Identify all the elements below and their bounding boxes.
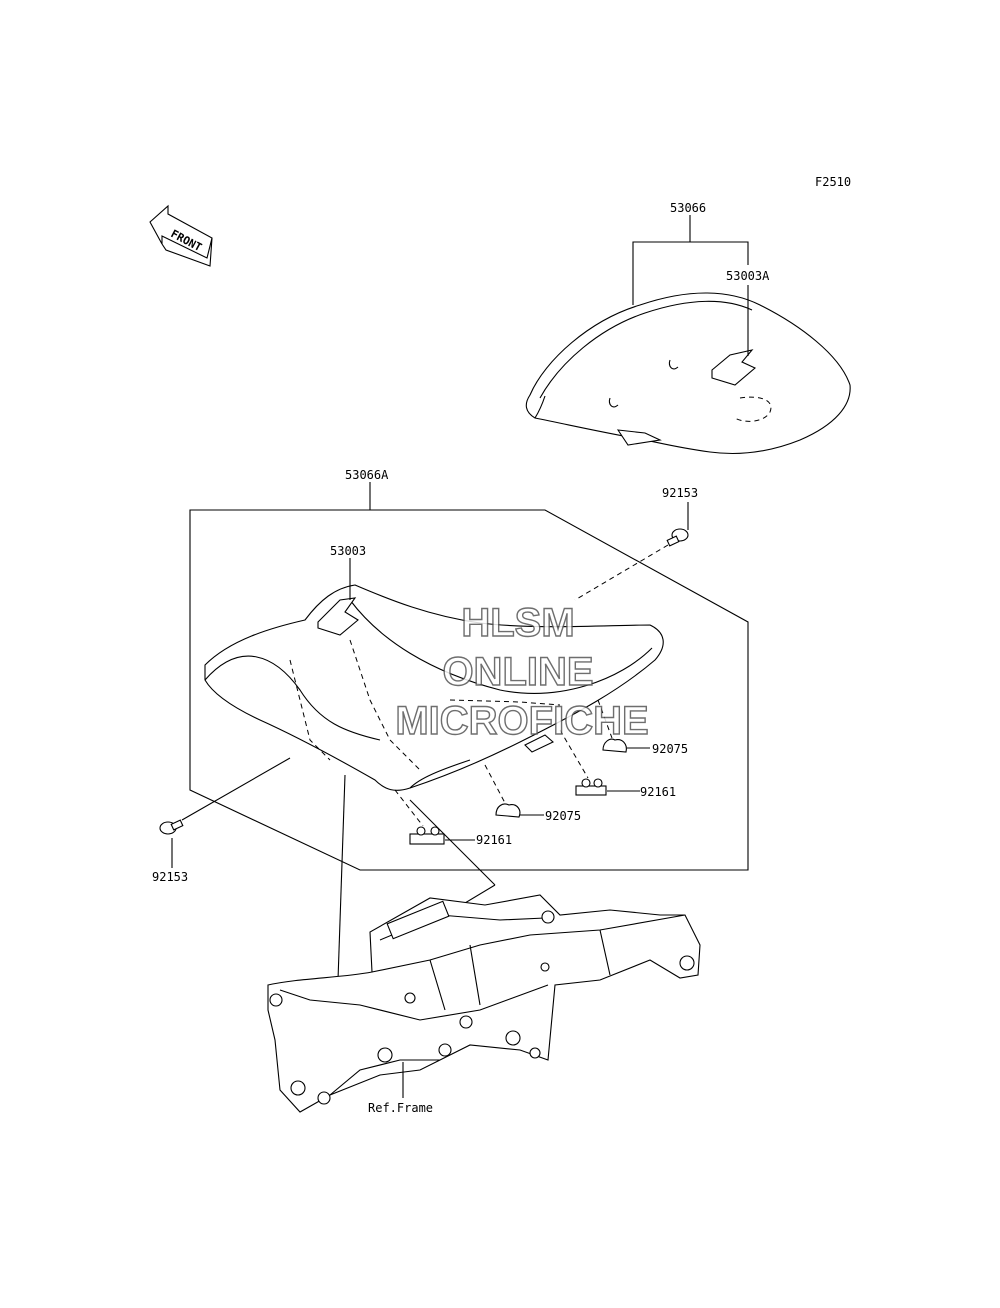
bolt-92153-top [666, 528, 689, 547]
label-92161-left: 92161 [476, 833, 512, 847]
rear-seat-cover [525, 292, 851, 454]
bolt-92153-left [159, 819, 184, 835]
label-53003A: 53003A [726, 269, 770, 283]
frame [267, 894, 701, 1113]
front-seat [204, 584, 664, 791]
label-92153-left: 92153 [152, 870, 188, 884]
watermark-line-3: MICROFICHE [395, 699, 648, 743]
clip-92161-left [409, 826, 445, 845]
label-53003: 53003 [330, 544, 366, 558]
watermark-line-2: ONLINE [442, 650, 593, 694]
damper-92075-mid [495, 803, 521, 818]
front-arrow-icon: FRONT [149, 204, 213, 267]
label-92075-right: 92075 [652, 742, 688, 756]
label-ref-frame: Ref.Frame [368, 1101, 433, 1115]
assembly-bracket [189, 509, 749, 871]
label-92161-right: 92161 [640, 785, 676, 799]
label-53066: 53066 [670, 201, 706, 215]
watermark-line-1: HLSM [461, 601, 574, 645]
label-92153-top: 92153 [662, 486, 698, 500]
label-53066A: 53066A [345, 468, 389, 482]
damper-92075-right [602, 738, 627, 753]
watermark: HLSM ONLINE MICROFICHE [395, 600, 650, 743]
clip-92161-right [575, 778, 607, 796]
figure-code: F2510 [815, 175, 851, 189]
label-92075-mid: 92075 [545, 809, 581, 823]
